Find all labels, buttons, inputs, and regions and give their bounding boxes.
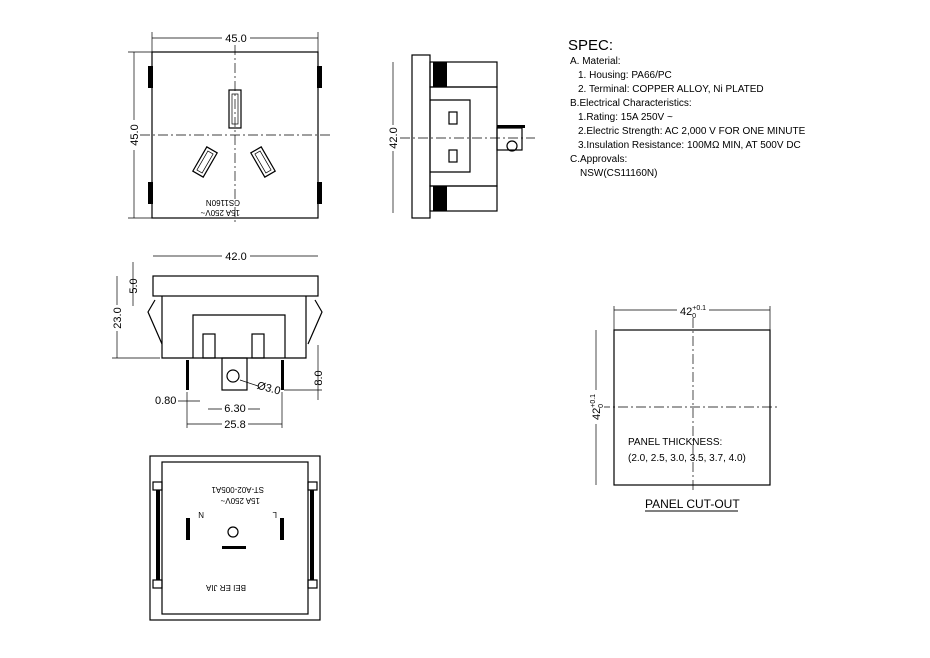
spec-line: C.Approvals: [570, 154, 627, 165]
pin-thickness-dim: 0.80 [155, 395, 176, 407]
front-view: 15A 250V~ CS1160N 45.0 45.0 [128, 32, 330, 225]
back-view: 15A 250V~ ST-A02-005A1 N L BEI ER JIA [149, 455, 321, 621]
back-rating: 15A 250V~ [220, 496, 260, 505]
spec-line: 1. Housing: PA66/PC [578, 70, 672, 81]
spec-line: B.Electrical Characteristics: [570, 98, 692, 109]
side-height-dim: 42.0 [388, 127, 400, 148]
back-brand: BEI ER JIA [205, 583, 246, 592]
front-marking-model: CS1160N [206, 198, 240, 207]
back-model: ST-A02-005A1 [211, 485, 264, 494]
cutout-height-dim: 42+0.10 [590, 394, 605, 420]
spec-line: 1.Rating: 15A 250V ~ [578, 112, 673, 123]
label-n: N [198, 510, 204, 519]
spec-title: SPEC: [568, 37, 613, 54]
side-view: 42.0 [387, 54, 535, 219]
spec-line: 2.Electric Strength: AC 2,000 V FOR ONE … [578, 126, 806, 137]
spec-block: SPEC: A. Material: 1. Housing: PA66/PC 2… [568, 37, 806, 179]
front-height-dim: 45.0 [129, 124, 141, 145]
panel-thickness-values: (2.0, 2.5, 3.0, 3.5, 3.7, 4.0) [628, 453, 746, 464]
bottom-width-dim: 42.0 [225, 251, 246, 263]
flange-dim: 5.0 [128, 278, 140, 293]
spec-line: 2. Terminal: COPPER ALLOY, Ni PLATED [578, 84, 764, 95]
depth-dim: 23.0 [112, 307, 124, 328]
panel-thickness-label: PANEL THICKNESS: [628, 437, 722, 448]
front-marking-rating: 15A 250V~ [200, 208, 240, 217]
pin-span-dim: 25.8 [224, 419, 245, 431]
tab-width-dim: 6.30 [224, 403, 245, 415]
pin-length-dim: 8.0 [313, 370, 325, 385]
label-l: L [272, 510, 277, 519]
front-width-dim: 45.0 [225, 33, 246, 45]
bottom-view: 42.0 5.0 23.0 8.0 Ø3.0 0.80 6.30 25.8 [111, 250, 325, 431]
spec-line: NSW(CS11160N) [580, 168, 657, 179]
panel-cutout-caption: PANEL CUT-OUT [645, 497, 740, 511]
spec-line: A. Material: [570, 56, 621, 67]
hole-dim: Ø3.0 [256, 380, 282, 398]
spec-line: 3.Insulation Resistance: 100MΩ MIN, AT 5… [578, 140, 801, 151]
